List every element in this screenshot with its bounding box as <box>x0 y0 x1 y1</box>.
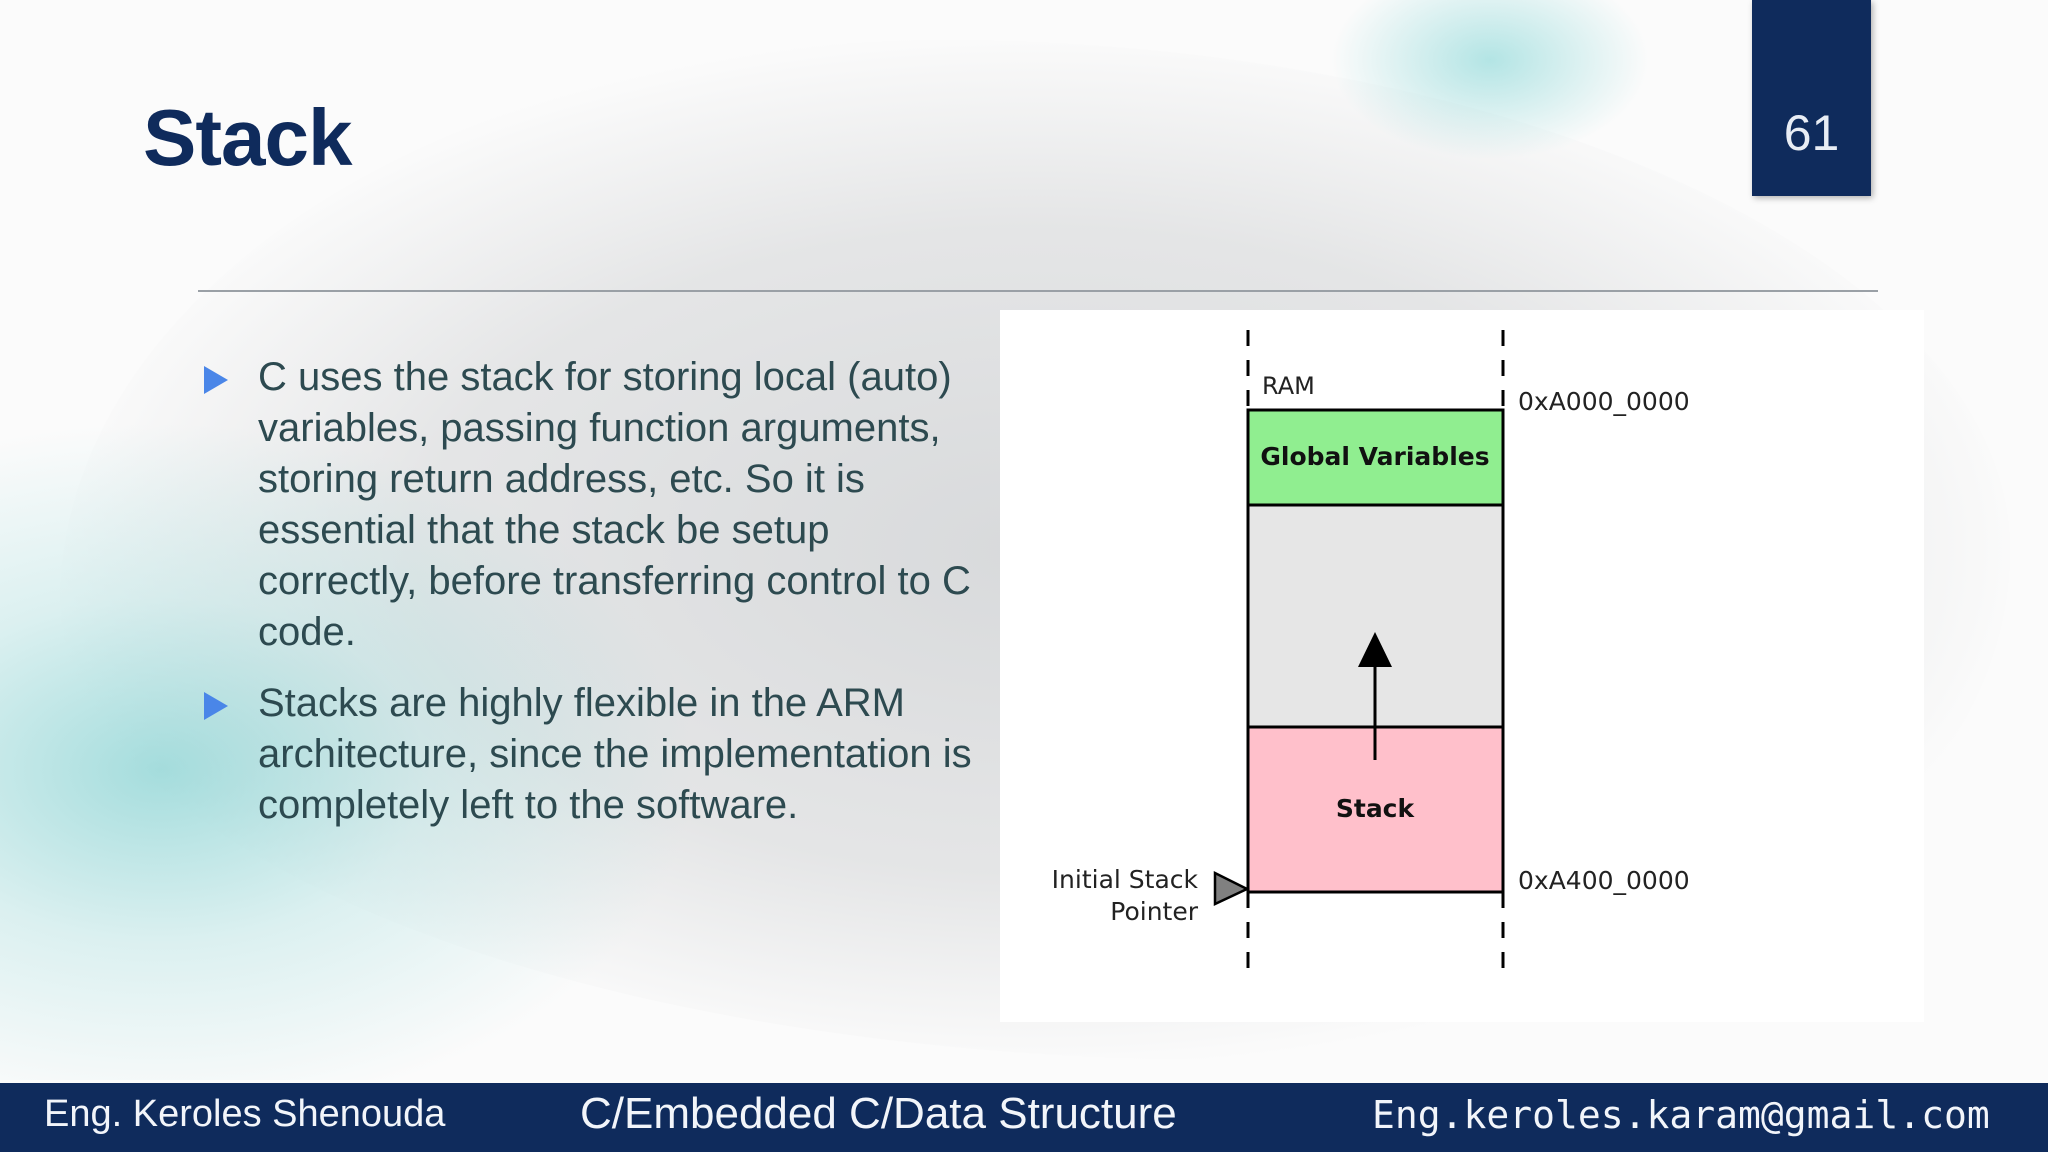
footer-course-title: C/Embedded C/Data Structure <box>580 1089 1177 1138</box>
bottom-address-label: 0xA400_0000 <box>1518 866 1690 895</box>
global-variables-region <box>1246 408 1505 507</box>
background-teal-glow <box>0 420 700 1080</box>
ram-label: RAM <box>1262 372 1315 400</box>
footer-email: Eng.keroles.karam@gmail.com <box>1372 1093 1990 1137</box>
stack-pointer-marker-icon <box>1213 870 1250 906</box>
slide-title: Stack <box>143 93 352 182</box>
footer-author: Eng. Keroles Shenouda <box>44 1093 446 1135</box>
bullet-item: Stacks are highly flexible in the ARM ar… <box>200 678 980 831</box>
global-variables-label: Global Variables <box>1260 442 1489 471</box>
stack-label: Stack <box>1336 794 1416 823</box>
bullet-item: C uses the stack for storing local (auto… <box>200 352 980 658</box>
background-teal-glow-top <box>1330 0 1650 160</box>
top-address-label: 0xA000_0000 <box>1518 387 1690 416</box>
title-divider <box>198 290 1878 292</box>
bullet-text: C uses the stack for storing local (auto… <box>258 355 971 654</box>
memory-map-diagram: RAM Global Variables Stack 0xA000_0000 0… <box>1000 310 1924 1022</box>
triangle-bullet-icon <box>204 692 228 720</box>
page-number-tab: 61 <box>1752 0 1871 196</box>
pointer-label-line1: Initial Stack <box>1052 865 1199 894</box>
stack-growth-arrow-head-icon <box>1358 632 1392 667</box>
triangle-bullet-icon <box>204 366 228 394</box>
bullet-text: Stacks are highly flexible in the ARM ar… <box>258 681 972 827</box>
pointer-label-line2: Pointer <box>1110 897 1198 926</box>
page-number: 61 <box>1783 105 1840 161</box>
footer-bar: Eng. Keroles Shenouda C/Embedded C/Data … <box>0 1083 2048 1152</box>
memory-map-svg: RAM Global Variables Stack 0xA000_0000 0… <box>1052 330 1690 982</box>
bullet-list: C uses the stack for storing local (auto… <box>200 352 980 851</box>
